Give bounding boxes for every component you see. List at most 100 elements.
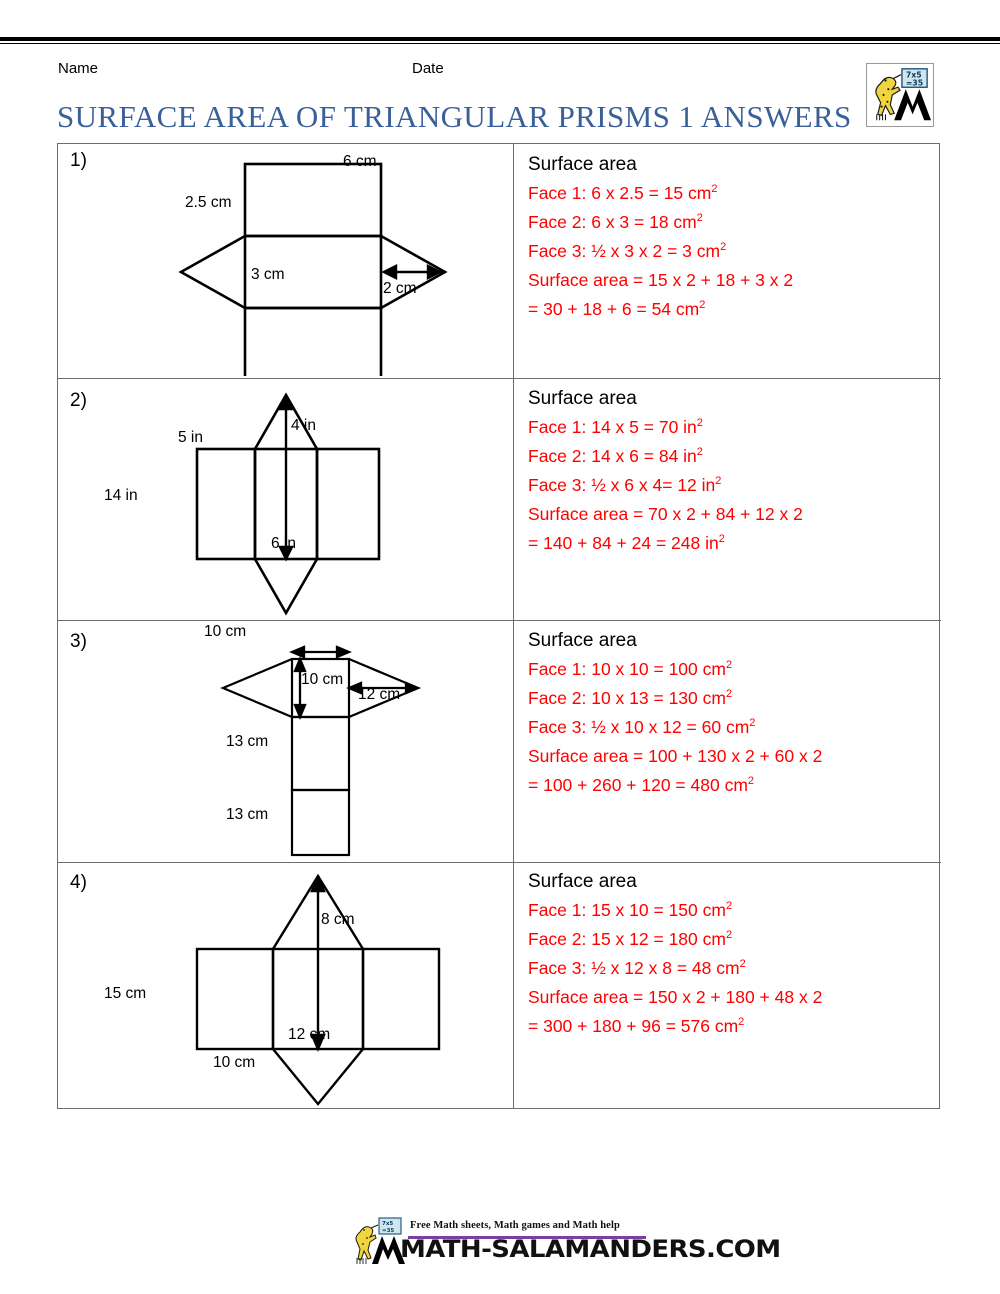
answer-line-text: Surface area = 150 x 2 + 180 + 48 x 2 xyxy=(528,987,823,1007)
problem-1-answer: Surface area Face 1: 6 x 2.5 = 15 cm2 Fa… xyxy=(528,150,928,324)
svg-text:=35: =35 xyxy=(382,1228,394,1234)
answer-line-text: Surface area = 15 x 2 + 18 + 3 x 2 xyxy=(528,270,794,290)
footer-salamander-logo-icon: 7x5 =35 xyxy=(352,1216,410,1268)
answer-line-text: Face 3: ½ x 6 x 4= 12 in xyxy=(528,475,716,495)
answer-line: Face 2: 6 x 3 = 18 cm2 xyxy=(528,208,928,237)
dimension-label-top: 10 cm xyxy=(204,623,247,640)
answer-line-text: Face 3: ½ x 3 x 2 = 3 cm xyxy=(528,241,721,261)
answer-line: Face 3: ½ x 6 x 4= 12 in2 xyxy=(528,471,928,500)
table-row: 3) xyxy=(58,621,939,862)
problems-table: 1) xyxy=(57,143,941,1109)
answer-line-text: Face 3: ½ x 12 x 8 = 48 cm xyxy=(528,958,740,978)
dimension-label-inner-height: 10 cm xyxy=(301,671,344,688)
dimension-label-bottom: 13 cm xyxy=(226,806,269,823)
math-salamanders-logo-icon: 7x5 =35 xyxy=(866,63,934,127)
answer-line: Face 2: 15 x 12 = 180 cm2 xyxy=(528,925,928,954)
answer-line: Face 2: 14 x 6 = 84 in2 xyxy=(528,442,928,471)
answer-line: = 100 + 260 + 120 = 480 cm2 xyxy=(528,771,928,800)
answer-line: Surface area = 100 + 130 x 2 + 60 x 2 xyxy=(528,742,928,771)
dimension-label-middle: 3 cm xyxy=(251,266,285,283)
answer-line: Face 1: 14 x 5 = 70 in2 xyxy=(528,413,928,442)
answer-line-text: Face 2: 10 x 13 = 130 cm xyxy=(528,688,726,708)
table-row: 4) xyxy=(58,863,939,1108)
dimension-label-left: 2.5 cm xyxy=(185,194,232,211)
answer-line-exponent: 2 xyxy=(749,717,756,730)
answer-line-text: = 300 + 180 + 96 = 576 cm xyxy=(528,1016,739,1036)
answer-line-text: Face 1: 6 x 2.5 = 15 cm xyxy=(528,183,712,203)
svg-text:=35: =35 xyxy=(906,78,923,87)
dimension-label-height-arrow: 8 cm xyxy=(321,911,355,928)
problem-4-answer: Surface area Face 1: 15 x 10 = 150 cm2 F… xyxy=(528,867,928,1041)
problem-1-net-diagram xyxy=(168,154,518,376)
answer-line: Surface area = 70 x 2 + 84 + 12 x 2 xyxy=(528,500,928,529)
answer-line-exponent: 2 xyxy=(725,929,733,942)
answer-line-text: Surface area = 100 + 130 x 2 + 60 x 2 xyxy=(528,746,823,766)
problem-number: 2) xyxy=(70,390,87,411)
answer-line-text: Face 3: ½ x 10 x 12 = 60 cm xyxy=(528,717,750,737)
answer-line-text: = 30 + 18 + 6 = 54 cm xyxy=(528,299,700,319)
problem-3-answer: Surface area Face 1: 10 x 10 = 100 cm2 F… xyxy=(528,626,928,800)
footer: 7x5 =35 Free Math sheets, Math games and… xyxy=(352,1216,781,1276)
dimension-label-middle: 12 cm xyxy=(288,1026,331,1043)
answer-line: Surface area = 150 x 2 + 180 + 48 x 2 xyxy=(528,983,928,1012)
answer-heading: Surface area xyxy=(528,871,637,892)
answer-line-text: Face 2: 6 x 3 = 18 cm xyxy=(528,212,697,232)
name-label: Name xyxy=(58,60,99,77)
dimension-label-slant: 12 cm xyxy=(358,686,401,703)
answer-line-text: Face 1: 15 x 10 = 150 cm xyxy=(528,900,726,920)
answer-line-exponent: 2 xyxy=(699,299,706,312)
answer-heading: Surface area xyxy=(528,388,637,409)
dimension-label-left: 15 cm xyxy=(104,985,147,1002)
footer-tagline: Free Math sheets, Math games and Math he… xyxy=(410,1220,620,1231)
answer-line-text: = 140 + 84 + 24 = 248 in xyxy=(528,533,719,553)
answer-line-exponent: 2 xyxy=(725,659,733,672)
answer-line-exponent: 2 xyxy=(725,900,733,913)
date-label: Date xyxy=(412,60,444,77)
answer-line-exponent: 2 xyxy=(715,475,722,488)
answer-line-text: Face 1: 10 x 10 = 100 cm xyxy=(528,659,726,679)
answer-line-exponent: 2 xyxy=(696,212,703,225)
answer-line: Face 2: 10 x 13 = 130 cm2 xyxy=(528,684,928,713)
answer-line-exponent: 2 xyxy=(739,958,746,971)
answer-line-text: Face 2: 15 x 12 = 180 cm xyxy=(528,929,726,949)
problem-number: 4) xyxy=(70,872,87,893)
dimension-label-left: 14 in xyxy=(104,487,138,504)
footer-divider xyxy=(408,1236,646,1239)
answer-line: Face 1: 6 x 2.5 = 15 cm2 xyxy=(528,179,928,208)
dimension-label-mid: 13 cm xyxy=(226,733,269,750)
answer-line-exponent: 2 xyxy=(718,533,725,546)
dimension-label-bottom-left: 10 cm xyxy=(213,1054,256,1071)
answer-line-exponent: 2 xyxy=(738,1016,745,1029)
answer-line-exponent: 2 xyxy=(720,241,727,254)
answer-line: Surface area = 15 x 2 + 18 + 3 x 2 xyxy=(528,266,928,295)
answer-line: = 300 + 180 + 96 = 576 cm2 xyxy=(528,1012,928,1041)
problem-2-net-diagram xyxy=(153,389,513,619)
answer-line-exponent: 2 xyxy=(725,688,733,701)
answer-line-text: Surface area = 70 x 2 + 84 + 12 x 2 xyxy=(528,504,803,524)
answer-line: Face 1: 10 x 10 = 100 cm2 xyxy=(528,655,928,684)
svg-text:7x5: 7x5 xyxy=(382,1221,393,1227)
answer-line-exponent: 2 xyxy=(711,183,718,196)
dimension-label-bottom: 6 in xyxy=(271,535,296,552)
answer-line-exponent: 2 xyxy=(696,417,703,430)
answer-line: Face 3: ½ x 10 x 12 = 60 cm2 xyxy=(528,713,928,742)
answer-line-text: Face 2: 14 x 6 = 84 in xyxy=(528,446,697,466)
answer-line: = 30 + 18 + 6 = 54 cm2 xyxy=(528,295,928,324)
answer-heading: Surface area xyxy=(528,630,637,651)
page-title: SURFACE AREA OF TRIANGULAR PRISMS 1 ANSW… xyxy=(57,99,852,134)
table-row-divider-1 xyxy=(58,378,941,379)
dimension-label-arrow: 2 cm xyxy=(383,280,417,297)
problem-number: 3) xyxy=(70,631,87,652)
footer-site-name[interactable]: MATH-SALAMANDERS.COM xyxy=(400,1236,781,1264)
answer-line: Face 3: ½ x 3 x 2 = 3 cm2 xyxy=(528,237,928,266)
answer-line: = 140 + 84 + 24 = 248 in2 xyxy=(528,529,928,558)
problem-2-answer: Surface area Face 1: 14 x 5 = 70 in2 Fac… xyxy=(528,384,928,558)
answer-line-text: = 100 + 260 + 120 = 480 cm xyxy=(528,775,748,795)
answer-heading: Surface area xyxy=(528,154,637,175)
dimension-label-height-arrow: 4 in xyxy=(291,417,316,434)
svg-text:7x5: 7x5 xyxy=(906,71,922,80)
problem-3-net-diagram xyxy=(213,627,513,859)
dimension-label-top-left: 5 in xyxy=(178,429,203,446)
table-row: 2) xyxy=(58,379,939,620)
table-row-divider-2 xyxy=(58,620,941,621)
